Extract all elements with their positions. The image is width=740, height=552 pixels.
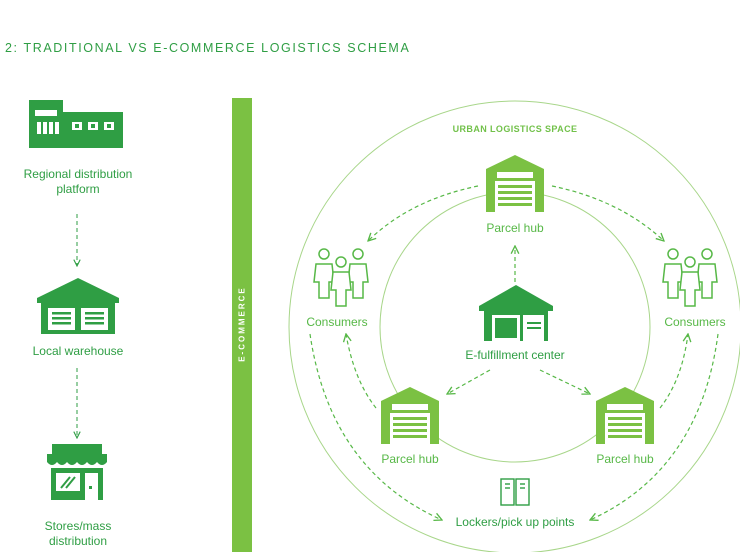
stores-label-line2: distribution xyxy=(48,534,108,548)
arrow-fulfillment-to-hub-right xyxy=(539,369,590,394)
fulfillment-center-icon xyxy=(479,285,553,341)
regional-platform-label-line1: Regional distribution xyxy=(23,167,133,181)
arrow-hub-left-to-consumers-left xyxy=(346,334,377,409)
consumers-left-label: Consumers xyxy=(306,315,368,329)
page-title: 2: TRADITIONAL VS E-COMMERCE LOGISTICS S… xyxy=(5,41,411,55)
store-icon xyxy=(47,444,107,500)
local-warehouse-label: Local warehouse xyxy=(32,344,124,358)
parcel-hub-top-label: Parcel hub xyxy=(486,221,544,235)
parcel-hub-right-label: Parcel hub xyxy=(596,452,654,466)
stores-label-line1: Stores/mass xyxy=(44,519,112,533)
parcel-hub-left-label: Parcel hub xyxy=(381,452,439,466)
stores-label: Stores/mass distribution xyxy=(7,519,149,549)
ecommerce-bar xyxy=(232,98,252,552)
parcel-hub-right-icon xyxy=(596,387,654,444)
consumers-right-label: Consumers xyxy=(664,315,726,329)
consumers-right-icon xyxy=(662,248,718,307)
fulfillment-center-label: E-fulfillment center xyxy=(465,348,565,362)
regional-platform-label: Regional distribution platform xyxy=(7,167,149,197)
arrow-hub-top-to-consumers-right xyxy=(551,185,664,241)
distribution-platform-icon xyxy=(29,100,123,148)
arrow-fulfillment-to-hub-left xyxy=(447,369,491,394)
parcel-hub-left-icon xyxy=(381,387,439,444)
regional-platform-label-line2: platform xyxy=(56,182,100,196)
ecommerce-bar-label: E-COMMERCE xyxy=(237,286,247,362)
lockers-icon xyxy=(500,478,530,506)
outer-circle xyxy=(288,100,740,552)
arrow-hub-right-to-consumers-right xyxy=(659,334,688,409)
urban-logistics-space-label: URBAN LOGISTICS SPACE xyxy=(452,124,578,134)
parcel-hub-top-icon xyxy=(486,155,544,212)
local-warehouse-icon xyxy=(37,278,119,334)
consumers-left-icon xyxy=(313,248,369,307)
lockers-label: Lockers/pick up points xyxy=(455,515,575,529)
arrow-consumers-right-to-lockers xyxy=(590,333,719,520)
arrow-hub-top-to-consumers-left xyxy=(368,185,479,241)
